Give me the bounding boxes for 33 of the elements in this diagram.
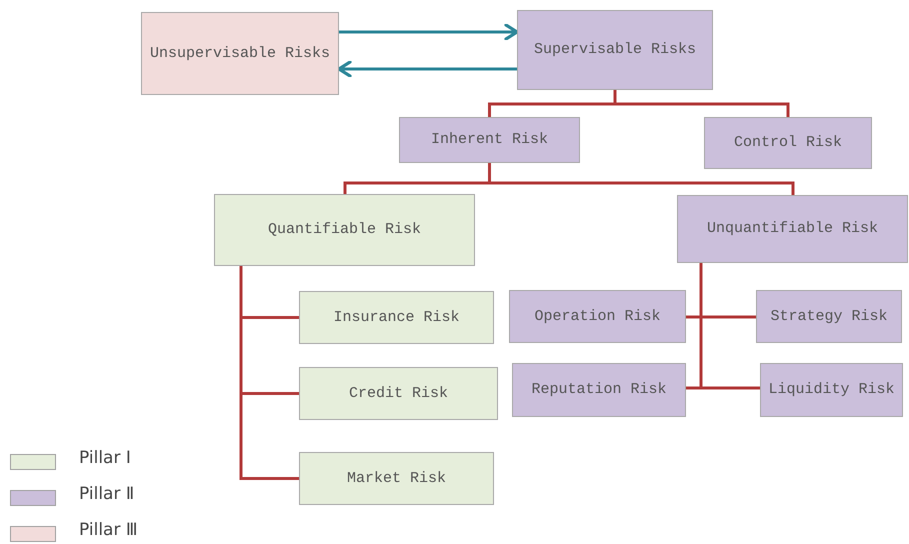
risk-box <box>756 290 902 343</box>
risk-box <box>677 195 908 263</box>
risk-label: Insurance Risk <box>333 308 460 328</box>
risk-label: Quantifiable Risk <box>268 220 422 240</box>
risk-label: Control Risk <box>734 133 842 153</box>
risk-box <box>704 117 872 169</box>
risk-label: Strategy Risk <box>770 306 888 326</box>
risk-label: Unquantifiable Risk <box>706 219 878 239</box>
risk-label: Liquidity Risk <box>768 380 895 400</box>
connector-line <box>700 263 760 390</box>
legend-label: Pillar Ⅲ <box>79 520 138 540</box>
risk-box <box>760 363 903 417</box>
risk-box <box>509 290 686 343</box>
risk-box <box>214 194 475 266</box>
arrow <box>337 60 517 78</box>
risk-box <box>399 117 580 163</box>
risk-label: Credit Risk <box>348 384 448 404</box>
arrow <box>339 23 519 41</box>
risk-box <box>299 291 494 344</box>
risk-label: Operation Risk <box>534 306 661 326</box>
risk-label: Unsupervisable Risks <box>150 44 330 64</box>
risk-label: Reputation Risk <box>531 380 667 400</box>
risk-label: Supervisable Risks <box>534 40 696 60</box>
connector-line <box>240 266 299 480</box>
risk-box <box>141 12 339 95</box>
risk-label: Inherent Risk <box>430 130 548 150</box>
legend-label: Pillar Ⅰ <box>79 448 131 468</box>
risk-box <box>512 363 686 417</box>
risk-box <box>517 10 713 90</box>
risk-box <box>299 367 498 420</box>
legend-label: Pillar Ⅱ <box>79 484 134 504</box>
risk-label: Market Risk <box>346 468 446 488</box>
risk-box <box>299 452 494 505</box>
